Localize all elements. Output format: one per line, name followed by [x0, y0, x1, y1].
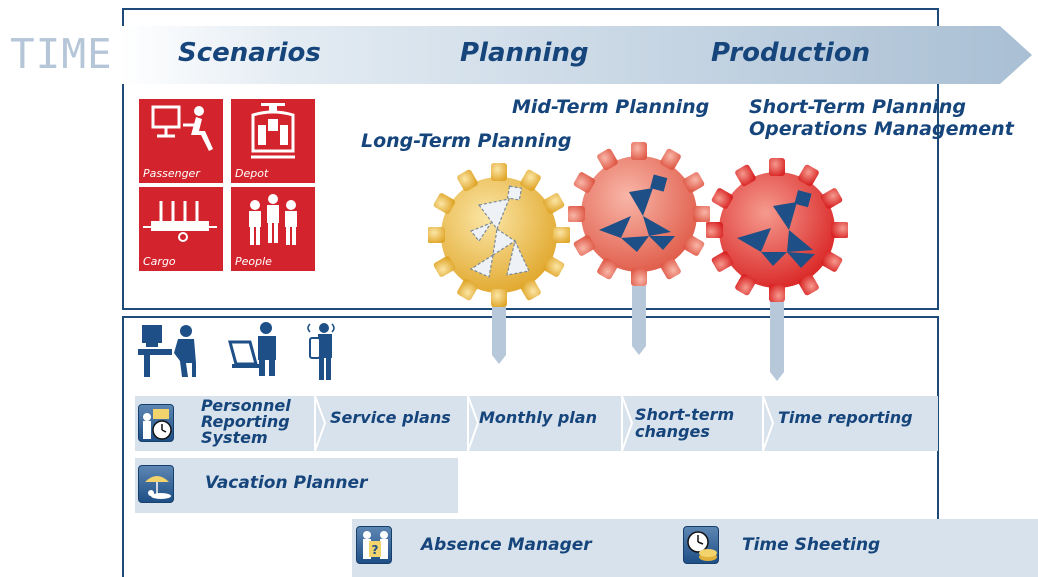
- scenario-tile-cargo: Cargo: [139, 187, 223, 271]
- personnel-reporting-title: Personnel Reporting System: [201, 396, 291, 447]
- vacation-planner-label: Vacation Planner: [205, 473, 368, 493]
- svg-text:?: ?: [372, 543, 379, 557]
- people-icon: [249, 194, 297, 245]
- scenario-tile-passenger: Passenger: [139, 99, 223, 183]
- tile-label-cargo: Cargo: [143, 255, 176, 268]
- tile-label-passenger: Passenger: [143, 167, 200, 180]
- scenario-tile-depot: Depot: [231, 99, 315, 183]
- cargo-wagon-icon: [143, 201, 217, 242]
- tile-label-people: People: [235, 255, 272, 268]
- personnel-reporting-icon[interactable]: [138, 404, 174, 442]
- vacation-planner-bar: [135, 458, 458, 513]
- gear-long-term: [428, 163, 570, 364]
- vacation-planner-icon[interactable]: [138, 465, 174, 503]
- label-operations-management: Operations Management: [749, 118, 1014, 140]
- label-short-term-planning: Short-Term Planning: [749, 96, 966, 118]
- personnel-reporting-bar: [135, 396, 938, 451]
- phase-planning: Planning: [460, 38, 589, 68]
- scenario-tile-people: People: [231, 187, 315, 271]
- personnel-bar-segments: [314, 396, 775, 451]
- absence-manager-icon[interactable]: ?: [356, 526, 392, 564]
- label-long-term-planning: Long-Term Planning: [361, 130, 572, 152]
- mobile-user-icon: [307, 323, 335, 380]
- time-label: TIME: [10, 30, 113, 78]
- pin-short-term: [770, 300, 784, 381]
- scenarios-planning-frame: [122, 8, 939, 310]
- gear-short-term: [706, 158, 848, 381]
- segment-short-term-changes: Short-term changes: [635, 405, 735, 441]
- time-sheeting-icon[interactable]: [683, 526, 719, 564]
- depot-train-icon: [251, 103, 295, 159]
- segment-time-reporting: Time reporting: [778, 408, 913, 427]
- pin-long-term: [492, 305, 506, 364]
- passenger-icon: [151, 105, 213, 151]
- segment-service-plans: Service plans: [330, 408, 451, 427]
- tile-label-depot: Depot: [235, 167, 269, 180]
- laptop-user-icon: [228, 322, 276, 376]
- label-mid-term-planning: Mid-Term Planning: [512, 96, 710, 118]
- time-arrow: [120, 26, 1032, 84]
- time-sheeting-label: Time Sheeting: [742, 535, 881, 555]
- gear-mid-term: [568, 142, 710, 355]
- phase-production: Production: [711, 38, 871, 68]
- absence-manager-label: Absence Manager: [421, 535, 592, 555]
- systems-frame: [122, 316, 939, 577]
- phase-scenarios: Scenarios: [178, 38, 321, 68]
- desk-worker-icon: [138, 325, 196, 377]
- segment-monthly-plan: Monthly plan: [479, 408, 597, 427]
- pin-mid-term: [632, 286, 646, 355]
